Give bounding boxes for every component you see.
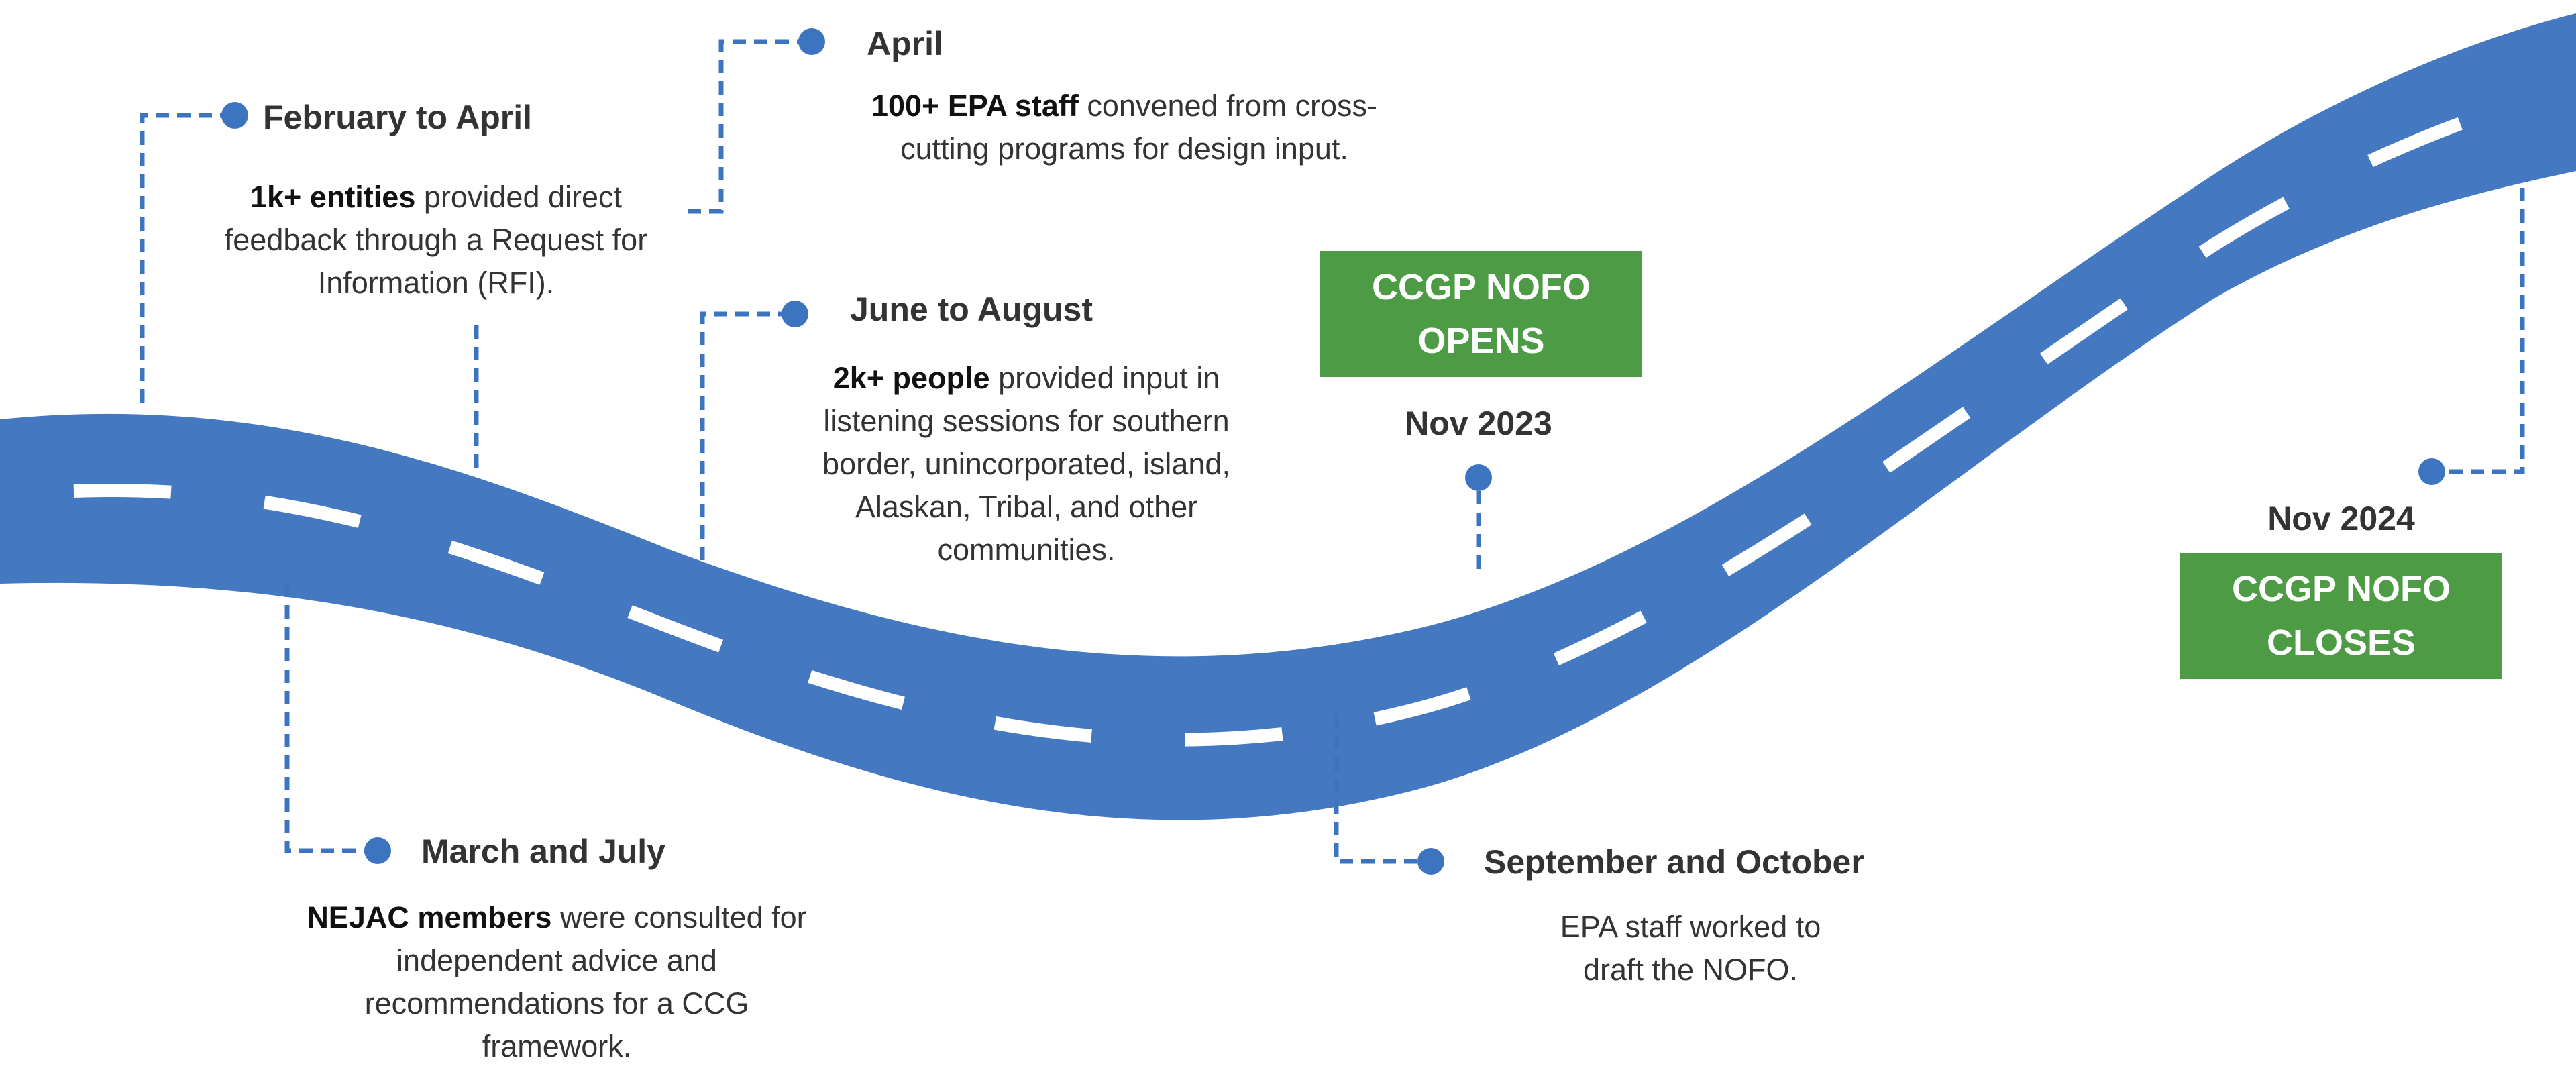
nofo-closes-line1: CCGP NOFO: [2231, 569, 2451, 609]
milestone-mar-jul-text: NEJAC members were consulted for indepen…: [295, 896, 818, 1068]
milestone-feb-apr-text: 1k+ entities provided direct feedback th…: [201, 176, 671, 305]
connector-nov-2024: [2418, 188, 2525, 485]
connector-jun-aug: [700, 301, 808, 560]
milestone-jun-aug-rest: provided input in listening sessions for…: [822, 361, 1230, 567]
nofo-closes-line2: CLOSES: [2266, 623, 2416, 663]
nofo-closes-date: Nov 2024: [2267, 500, 2415, 537]
connector-mar-jul: [284, 584, 391, 864]
nofo-opens-line2: OPENS: [1417, 321, 1545, 361]
milestone-mar-jul-rest: were consulted for independent advice an…: [364, 900, 807, 1063]
milestone-mar-jul-bold: NEJAC members: [307, 900, 552, 934]
nofo-opens-date: Nov 2023: [1405, 405, 1552, 442]
milestone-mar-jul-heading: March and July: [421, 833, 665, 870]
connector-april: [688, 28, 825, 214]
nofo-opens-line1: CCGP NOFO: [1371, 267, 1591, 307]
milestone-sep-oct-text: EPA staff worked to draft the NOFO.: [1560, 910, 1821, 987]
milestone-jun-aug-text: 2k+ people provided input in listening s…: [782, 357, 1271, 572]
nofo-opens-box: CCGP NOFO OPENS: [1320, 251, 1642, 377]
milestone-april-heading: April: [867, 25, 943, 62]
milestone-april-rest: convened from cross-cutting programs for…: [900, 89, 1378, 166]
connector-sep-oct: [1334, 714, 1444, 875]
milestone-feb-apr-bold: 1k+ entities: [250, 180, 416, 214]
connector-nov-2023: [1465, 464, 1492, 570]
connector-feb-apr: [140, 102, 479, 470]
milestone-april-text: 100+ EPA staff convened from cross-cutti…: [829, 85, 1419, 170]
milestone-feb-apr-heading: February to April: [263, 99, 532, 136]
milestone-sep-oct-heading: September and October: [1484, 843, 1864, 881]
milestone-feb-apr-rest: provided direct feedback through a Reque…: [224, 180, 648, 300]
nofo-closes-box: CCGP NOFO CLOSES: [2180, 553, 2502, 679]
milestone-jun-aug-heading: June to August: [850, 290, 1093, 328]
milestone-april-bold: 100+ EPA staff: [871, 89, 1079, 123]
road-center-dashes: [73, 101, 2511, 747]
milestone-jun-aug-bold: 2k+ people: [833, 361, 990, 395]
